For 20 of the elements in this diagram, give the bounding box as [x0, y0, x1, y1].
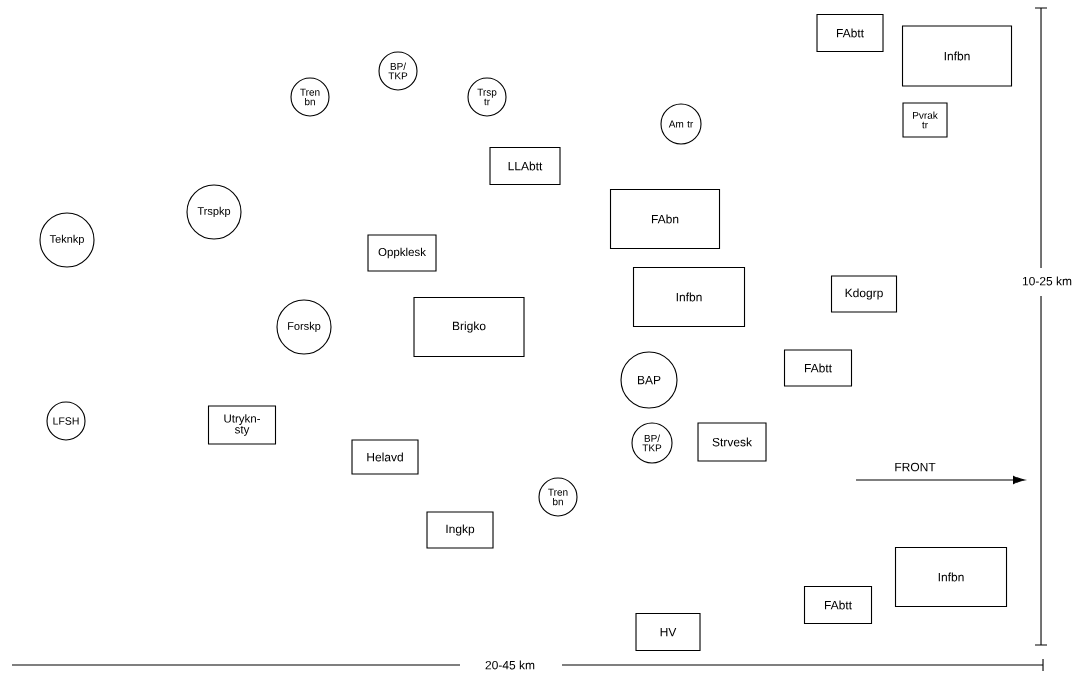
unit-box: Brigko [413, 296, 525, 358]
unit-box: Infbn [632, 266, 746, 328]
unit-box: Kdogrp [830, 275, 898, 313]
unit-box: Helavd [351, 439, 419, 475]
unit-box: FAbtt [816, 13, 884, 53]
dimension-label: 20-45 km [484, 659, 536, 671]
dimension-label: 10-25 km [1021, 275, 1074, 287]
unit-box: Utrykn- sty [207, 405, 277, 445]
direction-label: FRONT [893, 461, 937, 473]
unit-box: LLAbtt [489, 146, 561, 186]
unit-box: Oppklesk [367, 234, 437, 272]
unit-box: Ingkp [426, 511, 494, 549]
unit-box: Pvrak tr [902, 102, 948, 138]
unit-box: FAbtt [783, 349, 853, 387]
unit-box: FAbn [609, 188, 721, 250]
unit-box: Strvesk [697, 422, 767, 462]
unit-box: Infbn [901, 25, 1013, 87]
unit-box: Infbn [894, 546, 1008, 608]
unit-box: HV [635, 612, 701, 652]
unit-box: FAbtt [803, 585, 873, 625]
